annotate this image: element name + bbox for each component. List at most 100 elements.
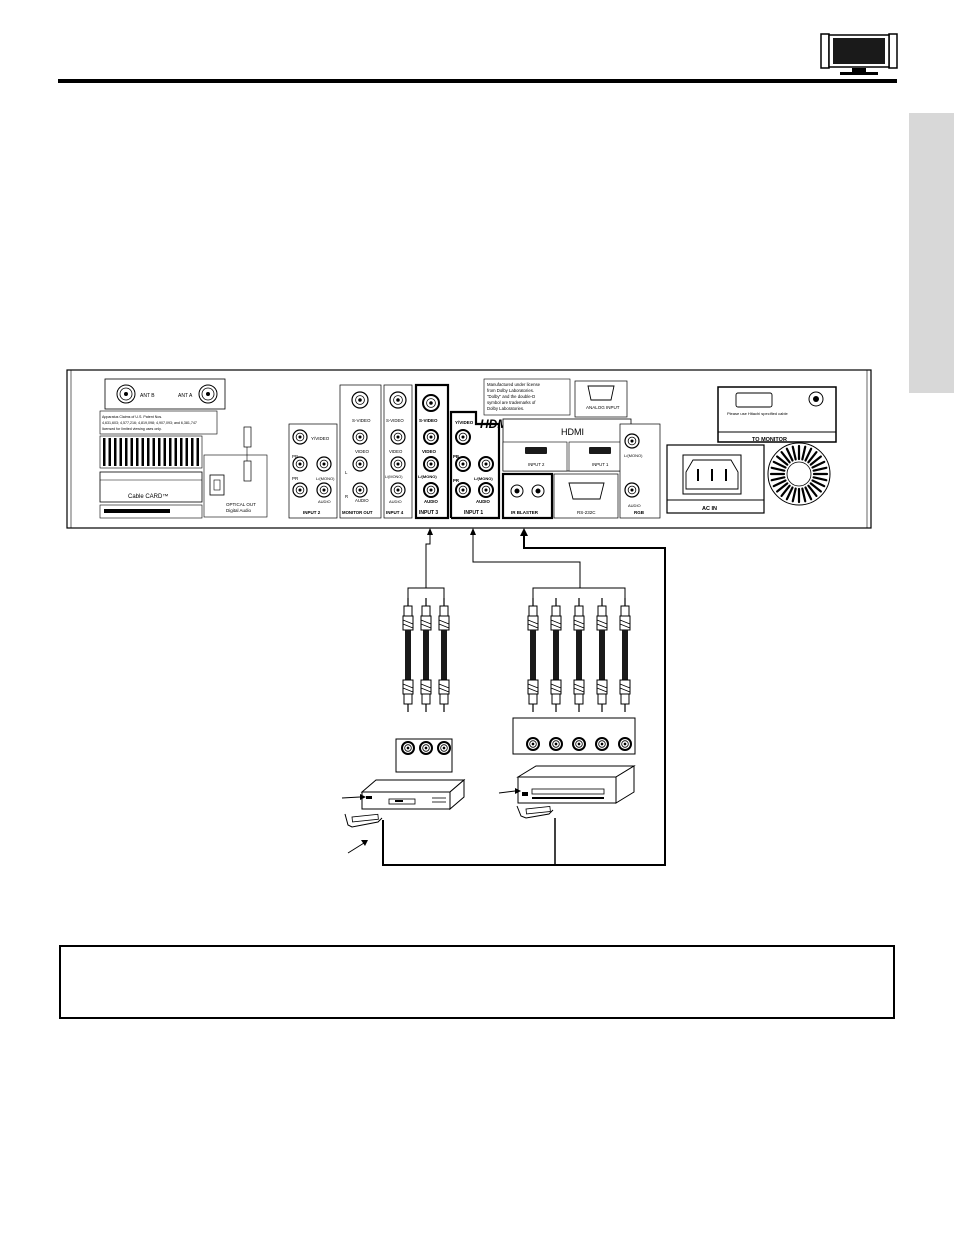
card-tooth	[114, 438, 117, 466]
analog-input-label: ANALOG INPUT	[586, 405, 620, 410]
card-tooth	[136, 438, 139, 466]
dolby-line-4: symbol are trademarks of	[487, 400, 536, 405]
fan-grille	[767, 442, 831, 506]
input4-label: INPUT 4	[386, 510, 404, 515]
ant-b-label: ANT B	[140, 393, 155, 399]
grille-slot	[776, 482, 789, 493]
rca-cable	[596, 598, 608, 712]
rca-jack	[390, 482, 406, 498]
card-tooth	[180, 438, 183, 466]
card-tooth	[185, 438, 188, 466]
tv-icon	[820, 33, 898, 75]
patent-line-2: 4,631,603; 4,577,216; 4,819,098; 4,907,0…	[102, 421, 197, 425]
rca-jack	[478, 482, 494, 498]
rs232c-block: RS-232C	[553, 473, 619, 519]
side-tab	[909, 113, 954, 393]
monitor-r: R	[345, 494, 348, 499]
card-tooth	[119, 438, 122, 466]
input2-label: INPUT 2	[303, 510, 321, 515]
note-box	[59, 945, 895, 1019]
rca-jack	[423, 482, 439, 498]
card-tooth	[103, 438, 106, 466]
input3-label: INPUT 3	[419, 510, 438, 516]
vcr	[341, 778, 466, 854]
input2-pr: PR	[292, 476, 299, 481]
patent-notice: Apparatus Claims of U.S. Patent Nos. 4,6…	[99, 410, 218, 435]
patent-line-1: Apparatus Claims of U.S. Patent Nos.	[102, 415, 162, 419]
tv-back-panel: ANT B ANT A Apparatus Claims of U.S. Pat…	[66, 369, 872, 529]
card-tooth	[125, 438, 128, 466]
to-monitor-block: Please use Hitachi specified cable TO MO…	[717, 386, 837, 443]
header-rule	[58, 79, 897, 83]
grille-slot	[776, 455, 789, 466]
rca-jack	[390, 456, 406, 472]
rca-jack	[572, 737, 586, 751]
ant-a-label: ANT A	[178, 393, 193, 399]
grille-slot	[807, 484, 818, 497]
grille-slot	[809, 482, 822, 493]
dolby-line-3: "Dolby" and the double-D	[487, 394, 535, 399]
hdmi-label: HDMI	[561, 427, 584, 437]
cable-card-label: Cable CARD™	[128, 493, 168, 500]
card-tooth	[158, 438, 161, 466]
grille-slot	[785, 486, 794, 501]
patent-line-3: licensed for limited viewing uses only.	[102, 427, 162, 431]
input3-video: VIDEO	[422, 449, 437, 454]
device-jacks	[401, 737, 632, 755]
grille-slot	[780, 484, 791, 497]
rca-jack	[624, 433, 640, 449]
analog-input-block: ANALOG INPUT	[574, 380, 628, 418]
input1-audio: AUDIO	[476, 499, 491, 504]
grille-slot	[780, 451, 791, 464]
rca-jack	[351, 391, 369, 409]
ac-in-block: AC IN	[666, 444, 765, 514]
input2-lmono: L/(MONO)	[316, 476, 335, 481]
input4-video: VIDEO	[389, 449, 403, 454]
rs232c-label: RS-232C	[577, 510, 596, 515]
input3-audio: AUDIO	[424, 499, 439, 504]
rca-jack	[419, 741, 433, 755]
card-tooth	[147, 438, 150, 466]
ir-blaster-label: IR BLASTER	[511, 510, 539, 515]
rca-jack	[478, 456, 494, 472]
input2-pb: PB	[292, 454, 298, 459]
rca-jack	[423, 429, 439, 445]
rca-cable	[619, 598, 631, 712]
digital-audio-label: Digital Audio	[226, 508, 252, 513]
input4-svideo: S-VIDEO	[386, 418, 404, 423]
grille-slot	[770, 476, 786, 482]
grille-slot	[812, 476, 828, 482]
optical-out: OPTICAL OUT Digital Audio	[203, 426, 268, 518]
input1-yvideo: Y/VIDEO	[455, 420, 474, 425]
rca-jack	[595, 737, 609, 751]
grille-slot	[772, 460, 787, 469]
rca-jack	[618, 737, 632, 751]
hdmi-input1: INPUT 1	[592, 462, 609, 467]
input1-pr: PR	[453, 478, 460, 483]
rca-jack	[455, 482, 471, 498]
monitor-svideo: S-VIDEO	[352, 418, 371, 423]
input3-svideo: S-VIDEO	[419, 418, 438, 423]
rca-cable	[438, 598, 450, 712]
dvd-player	[498, 765, 636, 819]
grille-slot	[801, 487, 807, 503]
rca-jack	[423, 456, 439, 472]
monitor-out-label: MONITOR OUT	[342, 510, 373, 515]
rca-jack	[455, 429, 471, 445]
card-tooth	[141, 438, 144, 466]
rca-jack	[422, 394, 440, 412]
optical-out-label: OPTICAL OUT	[226, 502, 256, 507]
grille-slot	[785, 447, 794, 462]
to-monitor-label: TO MONITOR	[752, 437, 787, 443]
grille-slot	[804, 447, 813, 462]
dolby-line-2: from Dolby Laboratories.	[487, 388, 534, 393]
connection-lines	[382, 528, 666, 866]
ir-blaster-block: IR BLASTER	[501, 472, 554, 520]
cables	[402, 598, 631, 712]
input4-lmono: L/(MONO)	[385, 475, 403, 479]
grille-slot	[804, 486, 813, 501]
rca-jack	[526, 737, 540, 751]
rca-cable	[420, 598, 432, 712]
rca-jack	[401, 741, 415, 755]
